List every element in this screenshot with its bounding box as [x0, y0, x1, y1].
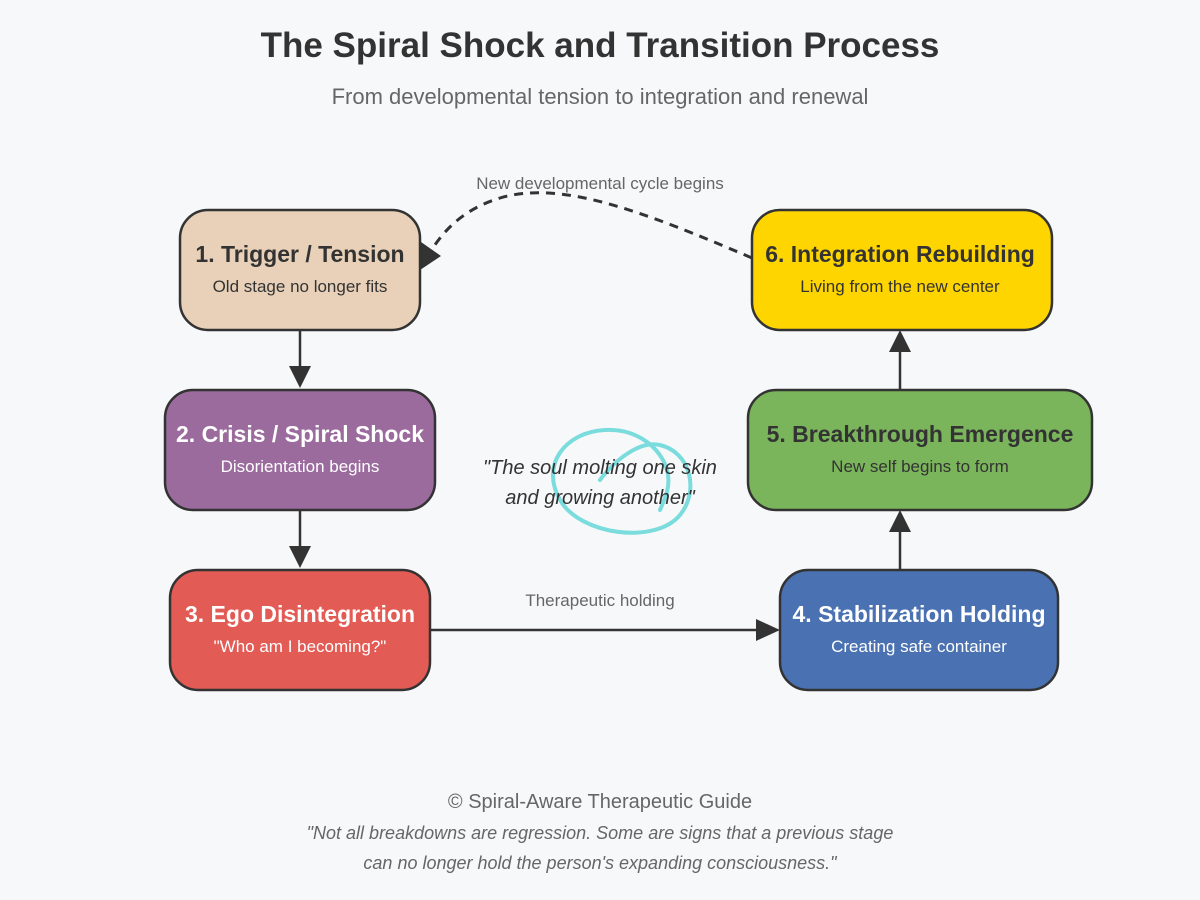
edge-label-new-cycle: New developmental cycle begins [476, 174, 724, 193]
node-breakthrough-title: 5. Breakthrough Emergence [767, 421, 1074, 447]
quote-line-1: "The soul molting one skin [483, 457, 717, 479]
node-stabilization-title: 4. Stabilization Holding [793, 601, 1046, 627]
footer-note-line-1: "Not all breakdowns are regression. Some… [306, 823, 894, 843]
node-ego: 3. Ego Disintegration "Who am I becoming… [168, 568, 432, 692]
node-breakthrough: 5. Breakthrough Emergence New self begin… [746, 388, 1094, 512]
node-crisis-title: 2. Crisis / Spiral Shock [176, 421, 424, 447]
arrowhead-ego-to-stabilization [756, 619, 780, 641]
footer-note-line-2: can no longer hold the person's expandin… [363, 853, 837, 873]
node-integration-title: 6. Integration Rebuilding [765, 241, 1035, 267]
node-integration: 6. Integration Rebuilding Living from th… [750, 208, 1054, 332]
edges [289, 191, 911, 641]
arrowhead-stabilization-to-breakthrough [889, 510, 911, 532]
arrowhead-crisis-to-ego [289, 546, 311, 568]
arrowhead-trigger-to-crisis [289, 366, 311, 388]
node-crisis: 2. Crisis / Spiral Shock Disorientation … [163, 388, 437, 512]
node-stabilization-subtitle: Creating safe container [831, 637, 1007, 656]
node-breakthrough-subtitle: New self begins to form [831, 457, 1009, 476]
edge-integration-to-trigger [426, 191, 753, 260]
node-ego-title: 3. Ego Disintegration [185, 601, 415, 627]
node-stabilization: 4. Stabilization Holding Creating safe c… [778, 568, 1060, 692]
node-trigger-title: 1. Trigger / Tension [195, 241, 404, 267]
arrowhead-breakthrough-to-integration [889, 330, 911, 352]
quote-line-2: and growing another" [505, 487, 695, 509]
node-ego-subtitle: "Who am I becoming?" [214, 637, 387, 656]
page-subtitle: From developmental tension to integratio… [331, 84, 869, 109]
node-integration-subtitle: Living from the new center [800, 277, 1000, 296]
spiral-swirl-icon [550, 427, 693, 535]
edge-label-therapeutic-holding: Therapeutic holding [525, 591, 674, 610]
node-trigger: 1. Trigger / Tension Old stage no longer… [178, 208, 422, 332]
footer-credit: © Spiral-Aware Therapeutic Guide [447, 791, 753, 813]
node-crisis-subtitle: Disorientation begins [221, 457, 380, 476]
node-trigger-subtitle: Old stage no longer fits [213, 277, 388, 296]
page-title: The Spiral Shock and Transition Process [260, 26, 940, 65]
arrowhead-integration-to-trigger [420, 242, 441, 270]
